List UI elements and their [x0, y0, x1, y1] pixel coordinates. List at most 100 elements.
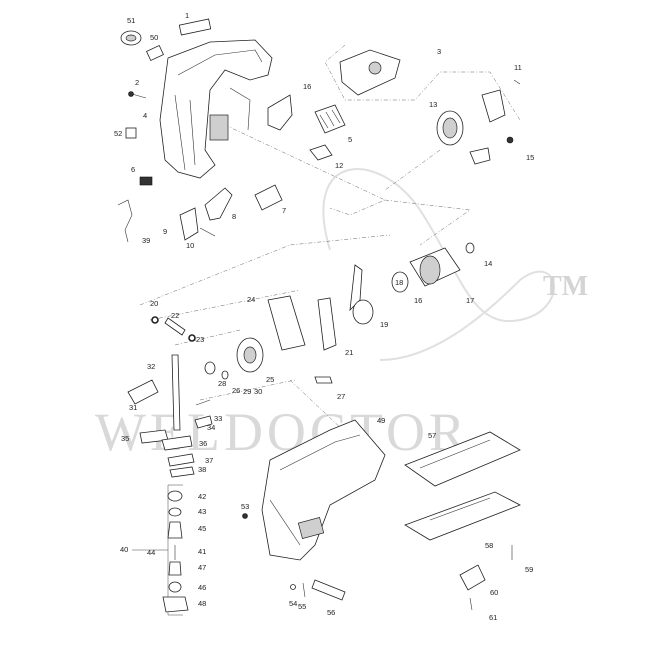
callout-25: 25 — [266, 375, 274, 384]
callout-60: 60 — [490, 588, 498, 597]
callout-2: 2 — [135, 78, 139, 87]
part-12-pad — [309, 144, 333, 161]
part-61-bolt — [469, 597, 473, 611]
part-54 — [290, 584, 296, 590]
callout-16-upper: 16 — [303, 82, 311, 91]
callout-35: 35 — [121, 434, 129, 443]
part-4-housing-left — [159, 39, 273, 179]
callout-30: 30 — [254, 387, 262, 396]
callout-11: 11 — [514, 63, 522, 72]
callout-43: 43 — [198, 507, 206, 516]
callout-7: 7 — [282, 206, 286, 215]
callout-23: 23 — [196, 335, 204, 344]
callout-54: 54 — [289, 599, 297, 608]
callout-53: 53 — [241, 502, 249, 511]
part-15-clip — [469, 147, 491, 165]
callout-10: 10 — [186, 241, 194, 250]
callout-3: 3 — [437, 47, 441, 56]
part-56-lever — [311, 579, 346, 601]
callout-44: 44 — [147, 548, 155, 557]
callout-38: 38 — [198, 465, 206, 474]
callout-31: 31 — [129, 403, 137, 412]
part-51-cap — [120, 30, 142, 46]
part-7-bracket — [254, 184, 283, 211]
part-55 — [302, 582, 306, 598]
callout-1: 1 — [185, 11, 189, 20]
part-33-pin — [195, 399, 211, 406]
part-3-cover — [339, 49, 401, 96]
callout-45: 45 — [198, 524, 206, 533]
callout-42: 42 — [198, 492, 206, 501]
part-32-plunger — [171, 354, 181, 431]
part-43 — [168, 507, 182, 517]
part-20-oring — [151, 316, 159, 324]
callout-6: 6 — [131, 165, 135, 174]
callout-4: 4 — [143, 111, 147, 120]
callout-20: 20 — [150, 299, 158, 308]
part-23-oring — [188, 334, 196, 342]
part-38-plate — [169, 466, 195, 478]
part-60-clamp — [459, 564, 486, 591]
part-48 — [162, 596, 189, 613]
part-25-gear — [236, 337, 264, 373]
callout-52: 52 — [114, 129, 122, 138]
callout-13: 13 — [429, 100, 437, 109]
callout-17: 17 — [466, 296, 474, 305]
callout-9: 9 — [163, 227, 167, 236]
part-9-lever — [179, 207, 199, 241]
part-11-pin — [513, 79, 521, 85]
callout-19: 19 — [380, 320, 388, 329]
part-37-plate — [167, 453, 195, 467]
callout-labels: 51 50 1 2 4 52 16 5 12 3 11 13 15 6 7 8 … — [114, 11, 534, 622]
part-24-plate — [267, 295, 306, 351]
part-22-rod — [164, 317, 186, 336]
part-1-label — [178, 18, 212, 36]
callout-59: 59 — [525, 565, 533, 574]
callout-33: 33 — [214, 414, 222, 423]
part-16-switch — [267, 94, 293, 131]
callout-39: 39 — [142, 236, 150, 245]
callout-57: 57 — [428, 431, 436, 440]
callout-40: 40 — [120, 545, 128, 554]
part-57-base — [404, 431, 521, 487]
part-47 — [168, 561, 182, 576]
part-6 — [139, 176, 153, 186]
part-34-clip — [194, 415, 213, 429]
callout-29: 29 — [243, 387, 251, 396]
part-36-plate — [161, 435, 193, 451]
part-19-gear — [349, 264, 374, 325]
part-10-pin — [199, 227, 216, 237]
watermark-trademark: TM — [543, 271, 588, 302]
callout-55: 55 — [298, 602, 306, 611]
callout-26: 26 — [232, 386, 240, 395]
part-58-plate — [404, 491, 521, 541]
callout-34: 34 — [207, 423, 215, 432]
callout-32: 32 — [147, 362, 155, 371]
callout-18: 18 — [395, 278, 403, 287]
callout-22: 22 — [171, 311, 179, 320]
part-13-gear — [436, 110, 464, 146]
callout-21: 21 — [345, 348, 353, 357]
callout-28: 28 — [218, 379, 226, 388]
callout-27: 27 — [337, 392, 345, 401]
callout-51: 51 — [127, 16, 135, 25]
callout-61: 61 — [489, 613, 497, 622]
callout-48: 48 — [198, 599, 206, 608]
part-49-housing-right — [261, 419, 386, 561]
part-17-motor — [391, 247, 461, 293]
part-14-washer — [465, 242, 475, 254]
callout-24: 24 — [247, 295, 255, 304]
part-3-plate — [481, 89, 506, 123]
part-45 — [167, 521, 183, 539]
callout-37: 37 — [205, 456, 213, 465]
callout-58: 58 — [485, 541, 493, 550]
callout-14: 14 — [484, 259, 492, 268]
part-5-terminal — [314, 104, 346, 134]
part-15-screw — [506, 136, 514, 144]
part-42 — [167, 490, 183, 502]
part-8-guide — [204, 187, 233, 221]
callout-8: 8 — [232, 212, 236, 221]
part-46 — [168, 581, 182, 593]
callout-12: 12 — [335, 161, 343, 170]
